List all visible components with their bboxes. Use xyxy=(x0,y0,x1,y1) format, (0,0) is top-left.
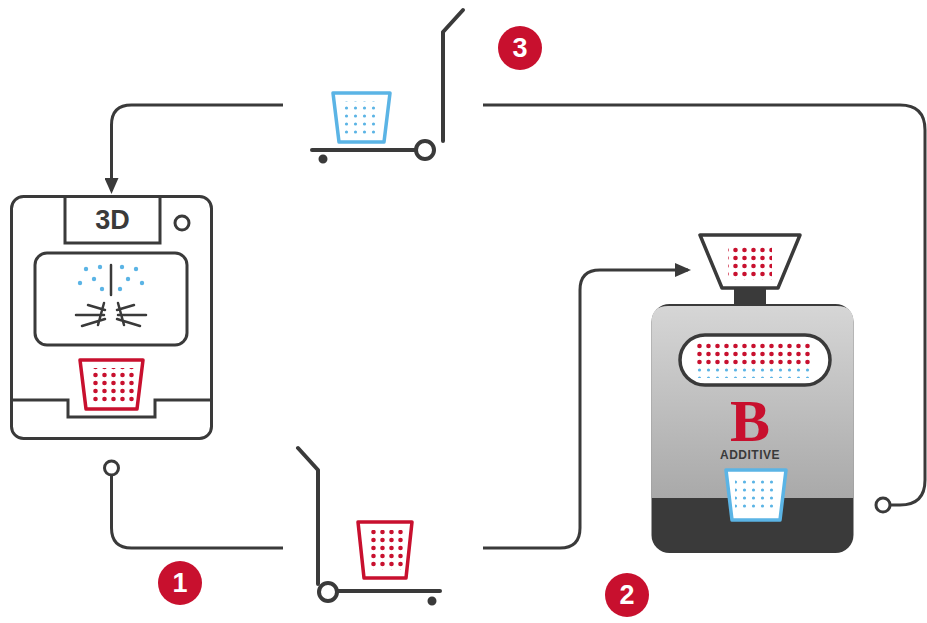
connector-start xyxy=(105,461,119,475)
printer-label: 3D xyxy=(65,198,160,243)
printer-node: 3D xyxy=(10,195,213,440)
red-container xyxy=(358,522,412,578)
connector-line xyxy=(112,105,926,505)
flow-connector xyxy=(105,270,689,548)
callout-number: 1 xyxy=(158,561,202,605)
cart-red xyxy=(298,448,440,604)
line-gap xyxy=(283,440,483,623)
cart-blue xyxy=(312,10,463,162)
brand-name: ADDITIVE xyxy=(705,447,795,463)
connector-line xyxy=(112,270,689,548)
machine-node: BADDITIVE xyxy=(650,230,855,555)
flow-connector xyxy=(112,105,926,512)
callout-number: 3 xyxy=(498,26,542,70)
blue-container xyxy=(333,93,390,142)
line-gap xyxy=(283,0,483,175)
callout-number: 2 xyxy=(605,573,649,617)
logo-letter: B xyxy=(722,393,778,449)
connector-start xyxy=(876,498,890,512)
